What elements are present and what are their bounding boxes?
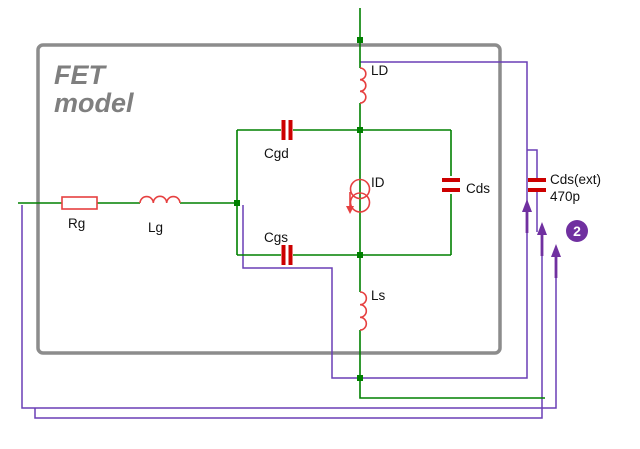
junction-dot-top [357,37,363,43]
step-badge-number: 2 [573,223,581,239]
current-arrow-1-head [522,199,532,212]
purple-wires [21,61,557,419]
current-source-id-circle-top [349,178,371,200]
current-path-arrows [522,199,561,278]
inductor-lg: Lg [139,195,181,235]
junction-dot-source [357,252,363,258]
junction-dot-drain [357,127,363,133]
inductor-ld-label: LD [371,63,389,78]
inductor-ls: Ls [359,288,386,331]
fet-model-title-line1: FET [54,60,108,90]
resistor-rg-body [61,196,98,210]
resistor-rg-label: Rg [68,216,85,231]
current-source-id-label: ID [371,175,385,190]
inductor-lg-coil [139,195,181,204]
resistor-rg: Rg [61,196,98,231]
current-arrow-3-head [551,244,561,257]
purple-loop-inner [242,61,528,379]
purple-loop-bottom [34,256,543,419]
inductor-ld-coil [359,67,367,104]
junction-dot-bottom [357,375,363,381]
step-badge: 2 [566,220,588,242]
inductor-ls-coil [359,291,368,331]
source-bottom-wire [359,330,545,399]
green-wires [18,8,545,399]
capacitor-cgd-label: Cgd [264,146,289,161]
junction-dots [234,37,363,381]
capacitor-cds-ext-label: Cds(ext) [550,172,601,187]
step-badge-circle [566,220,588,242]
inductor-lg-label: Lg [148,220,163,235]
capacitor-cds-label: Cds [466,181,490,196]
current-arrow-2-head [537,222,547,235]
current-source-id-arrow-head [346,206,354,214]
purple-loop-outer [21,205,557,409]
purple-cds-ext-top-stub [527,149,538,178]
inductor-ld: LD [359,63,389,104]
fet-model-title-line2: model [54,88,134,118]
capacitor-cgd: Cgd [264,120,293,161]
junction-dot-gate [234,200,240,206]
capacitor-cgs: Cgs [264,230,293,265]
capacitor-cds: Cds [442,178,490,196]
current-source-id: ID [346,175,385,214]
capacitor-cds-ext-value: 470p [550,189,580,204]
capacitor-cgs-label: Cgs [264,230,288,245]
capacitor-cds-ext: Cds(ext) 470p [528,172,601,204]
fet-model-box [36,43,502,355]
inductor-ls-label: Ls [371,288,386,303]
